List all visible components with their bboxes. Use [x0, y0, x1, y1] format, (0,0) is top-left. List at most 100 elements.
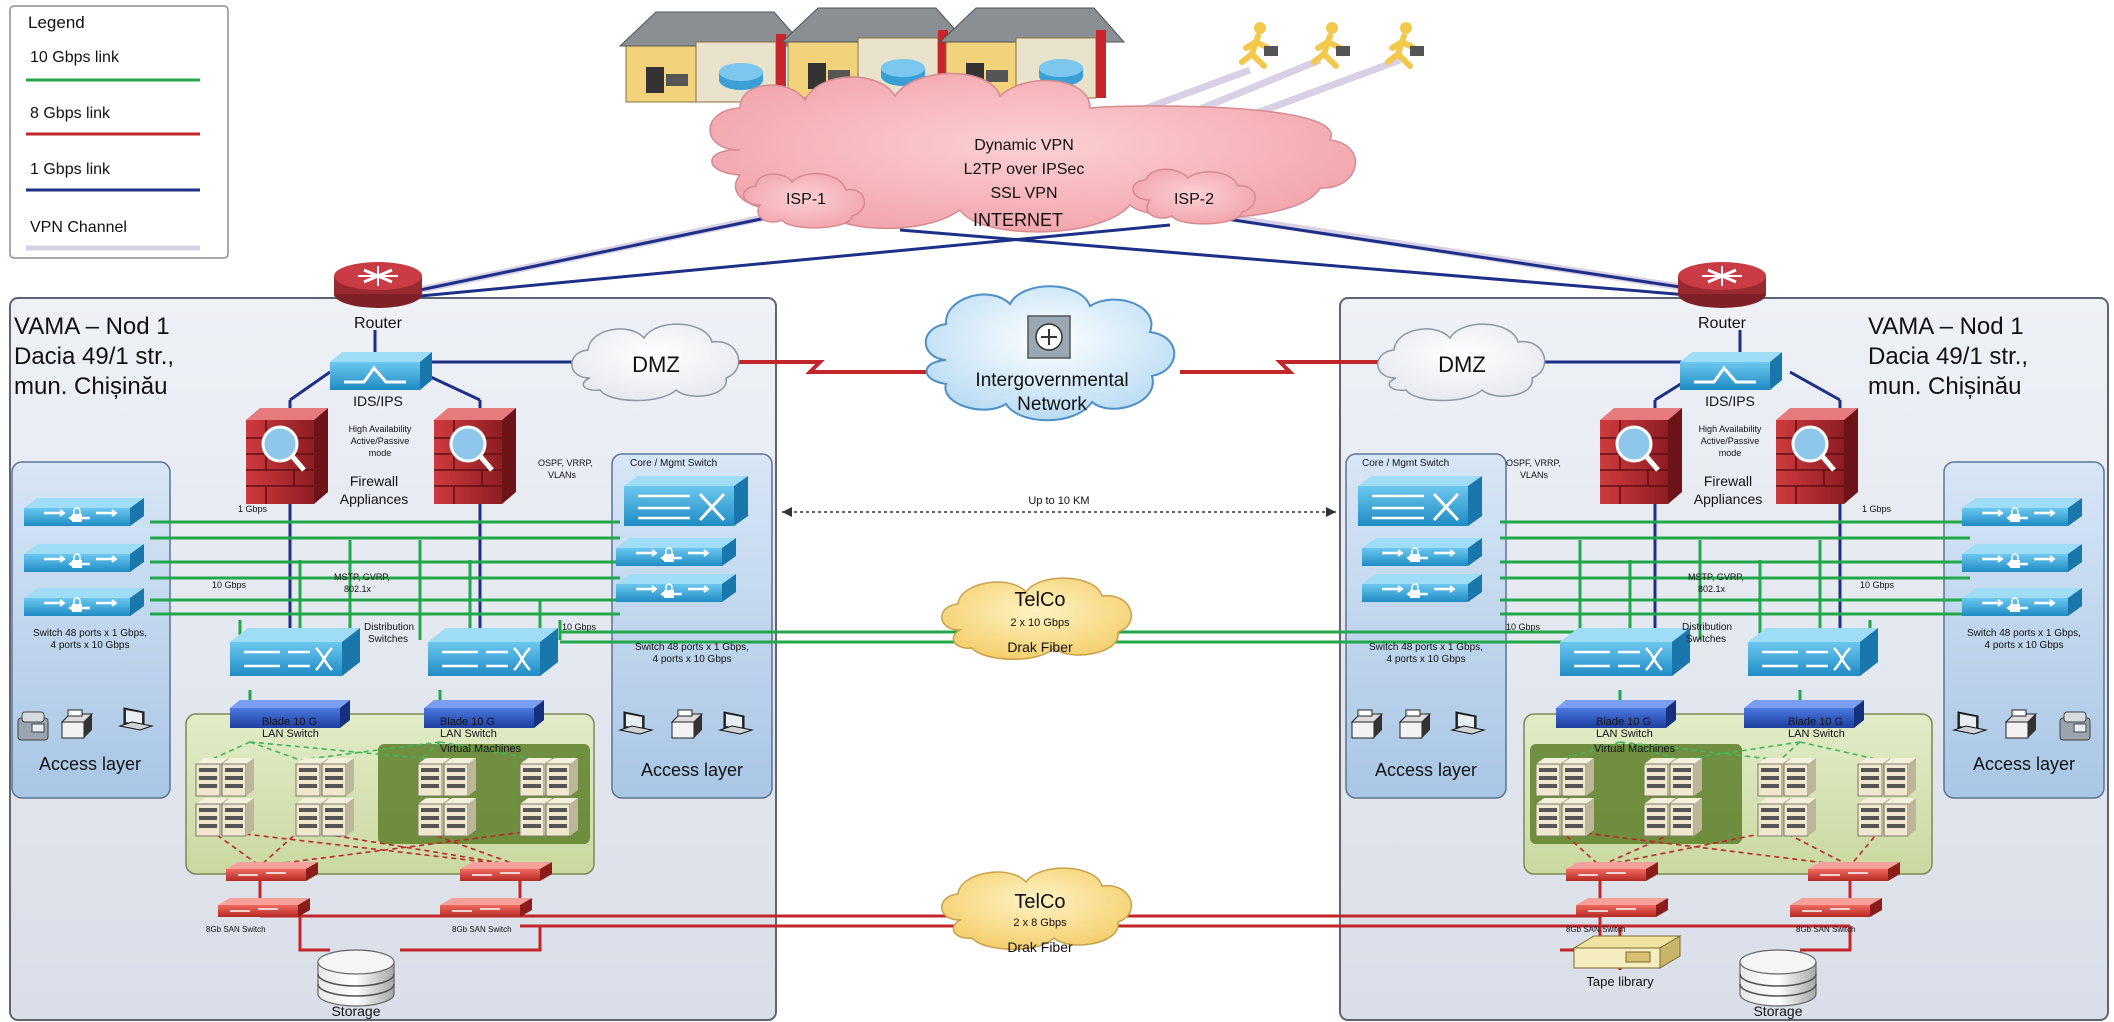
isp2-cloud [1132, 168, 1256, 225]
switch-label-1-right-outer: Switch 48 ports x 1 Gbps, [1967, 628, 2081, 639]
core-access-switch-left-1 [616, 538, 736, 566]
san-label-left-1: 8Gb SAN Switch [206, 925, 266, 934]
dmz-label-right: DMZ [1438, 352, 1486, 377]
mstp-label-2-right: 802.1x [1698, 584, 1726, 594]
phone-icon-right [2059, 711, 2091, 741]
distribution-switch-right-2 [1746, 626, 1880, 678]
intergov-label-1: Intergovernmental [975, 370, 1128, 391]
ha-label-2-left: Active/Passive [351, 436, 410, 446]
ha-label-3-left: mode [369, 448, 392, 458]
firewall-icon-right-1 [1600, 408, 1682, 504]
vm-label-right: Virtual Machines [1594, 743, 1676, 755]
left-site-title-1: VAMA – Nod 1 [14, 313, 170, 340]
firewall-icon-right-2 [1776, 408, 1858, 504]
right-site-title-1: VAMA – Nod 1 [1868, 313, 2024, 340]
ids-icon-right [1678, 350, 1784, 392]
isp1-label: ISP-1 [786, 191, 826, 208]
blade-label-1-left-2: Blade 10 G [440, 716, 495, 728]
blade-label-2-right-1: LAN Switch [1596, 728, 1653, 740]
blade-dashed-lines [209, 741, 1881, 761]
mobile-user-icon-2 [1314, 22, 1350, 66]
switch-label-2-right-inner: 4 ports x 10 Gbps [1387, 654, 1466, 665]
dist-label-1-left: Distribution [364, 622, 414, 633]
gbps10-label-right-1: 10 Gbps [1860, 580, 1895, 590]
core-access-switch-right-1 [1362, 538, 1482, 566]
san-switch-left-2 [459, 861, 553, 882]
storage-icon-right [1739, 949, 1817, 1007]
router-icon-left [332, 260, 424, 310]
legend-label-8gbps: 8 Gbps link [30, 105, 111, 122]
mstp-label-2-left: 802.1x [344, 584, 372, 594]
core-label-right: Core / Mgmt Switch [1362, 458, 1449, 469]
left-site-title-3: mun. Chișinău [14, 373, 167, 400]
isp2-label: ISP-2 [1174, 191, 1214, 208]
mobile-user-icon-3 [1388, 22, 1424, 66]
distribution-switch-left-1 [228, 626, 362, 678]
telco2-fiber: Drak Fiber [1007, 939, 1073, 955]
switch-label-2-left-inner: 4 ports x 10 Gbps [653, 654, 732, 665]
gbps10-label-left-1: 10 Gbps [212, 580, 247, 590]
blade-label-1-right-2: Blade 10 G [1788, 716, 1843, 728]
telco1-sub: 2 x 10 Gbps [1010, 617, 1070, 629]
legend-title: Legend [28, 13, 85, 32]
distance-arrow [782, 507, 1336, 517]
fw-label-2-left: Appliances [340, 491, 409, 507]
fw-label-1-left: Firewall [350, 473, 398, 489]
dist-label-1-right: Distribution [1682, 622, 1732, 633]
intergov-cloud: Intergovernmental Network [924, 285, 1176, 422]
ospf-label-1-right: OSPF, VRRP, [1506, 458, 1561, 468]
core-label-left: Core / Mgmt Switch [630, 458, 717, 469]
ha-label-3-right: mode [1719, 448, 1742, 458]
blade-label-2-left-2: LAN Switch [440, 728, 497, 740]
access-label-right-outer: Access layer [1973, 754, 2075, 774]
core-switch-icon-left [622, 474, 750, 528]
firewall-icon-left-2 [434, 408, 516, 504]
router-icon-right [1676, 260, 1768, 310]
gbps1-label-left: 1 Gbps [238, 504, 268, 514]
blade-label-2-left-1: LAN Switch [262, 728, 319, 740]
switch-label-2-right-outer: 4 ports x 10 Gbps [1985, 640, 2064, 651]
router-label-right: Router [1698, 315, 1747, 332]
dmz-cloud-left: DMZ [571, 323, 740, 402]
fw-label-2-right: Appliances [1694, 491, 1763, 507]
san-switch-left-4 [439, 897, 533, 918]
access-label-right-inner: Access layer [1375, 760, 1477, 780]
right-site-title-2: Dacia 49/1 str., [1868, 343, 2028, 370]
san-switch-right-1 [1565, 861, 1659, 882]
right-site-title-3: mun. Chișinău [1868, 373, 2021, 400]
san-label-right-2: 8Gb SAN Switch [1796, 925, 1856, 934]
mstp-label-1-left: MSTP, GVRP, [334, 572, 390, 582]
distribution-switch-right-1 [1558, 626, 1692, 678]
vpn-label-dynamic: Dynamic VPN [974, 137, 1074, 154]
blade-label-2-right-2: LAN Switch [1788, 728, 1845, 740]
distance-label: Up to 10 KM [1028, 495, 1089, 507]
blue-link-lines [288, 213, 1842, 640]
tape-label: Tape library [1586, 974, 1654, 989]
core-switch-icon-right [1356, 474, 1484, 528]
mstp-label-1-right: MSTP, GVRP, [1688, 572, 1744, 582]
telco-cloud-1: TelCo 2 x 10 Gbps Drak Fiber [941, 577, 1133, 660]
legend-label-10gbps: 10 Gbps link [30, 49, 120, 66]
core-access-switch-left-2 [616, 574, 736, 602]
intergov-red-link [730, 360, 1380, 374]
san-dashed-lines [209, 829, 1881, 867]
dmz-label-left: DMZ [632, 352, 680, 377]
switch-label-1-left-outer: Switch 48 ports x 1 Gbps, [33, 628, 147, 639]
legend-label-vpn: VPN Channel [30, 219, 127, 236]
telco2-sub: 2 x 8 Gbps [1013, 917, 1067, 929]
tape-library-icon [1572, 935, 1682, 969]
san-label-left-2: 8Gb SAN Switch [452, 925, 512, 934]
legend-label-1gbps: 1 Gbps link [30, 161, 111, 178]
core-access-switch-right-2 [1362, 574, 1482, 602]
san-switch-left-1 [225, 861, 319, 882]
access-switch-right-1 [1962, 498, 2082, 526]
right-site: VAMA – Nod 1 Dacia 49/1 str., mun. Chiși… [1351, 260, 2091, 1019]
ha-label-1-left: High Availability [349, 424, 412, 434]
switch-label-2-left-outer: 4 ports x 10 Gbps [51, 640, 130, 651]
access-label-left-outer: Access layer [39, 754, 141, 774]
vpn-label-l2tp: L2TP over IPSec [964, 161, 1085, 178]
dist-label-2-left: Switches [368, 634, 408, 645]
ospf-label-2-left: VLANs [548, 470, 577, 480]
vm-label-left: Virtual Machines [440, 743, 522, 755]
